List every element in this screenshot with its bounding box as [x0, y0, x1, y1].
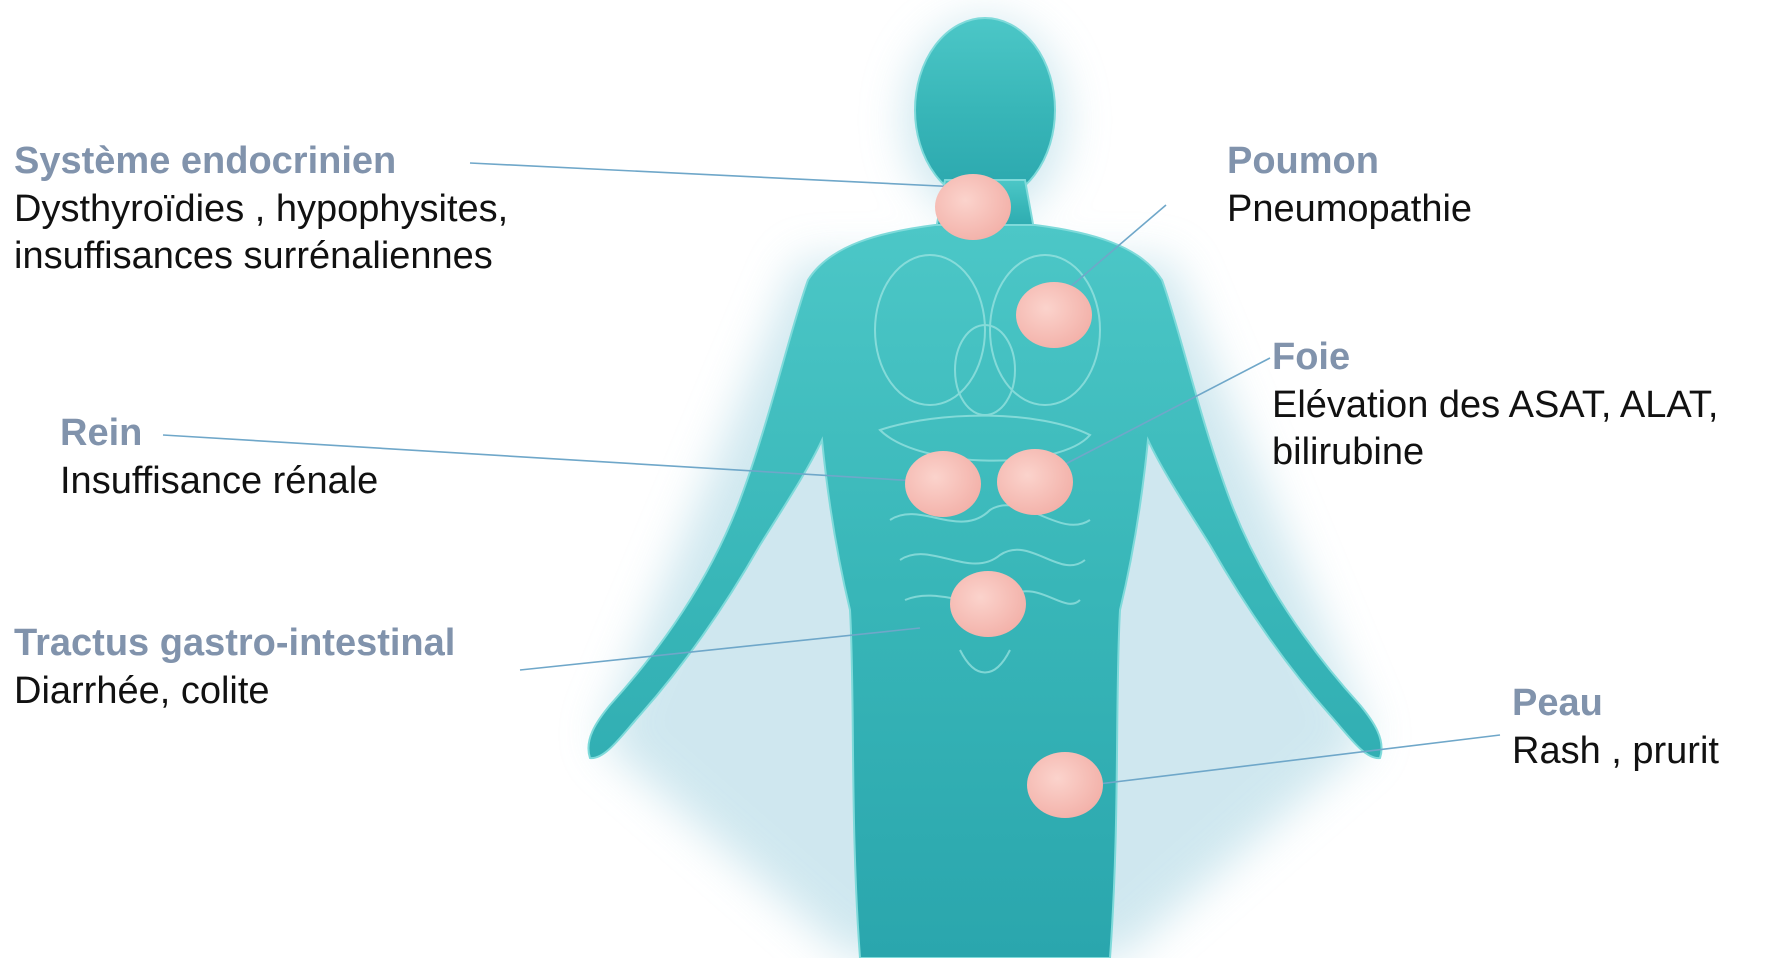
organ-spot-endocrine — [935, 174, 1011, 240]
organ-title-lung: Poumon — [1227, 138, 1472, 186]
organ-spot-lung — [1016, 282, 1092, 348]
organ-desc-endocrine-line2: insuffisances surrénaliennes — [14, 233, 508, 281]
organ-title-liver: Foie — [1272, 334, 1718, 382]
label-liver: Foie Elévation des ASAT, ALAT, bilirubin… — [1272, 334, 1718, 477]
organ-desc-endocrine-line1: Dysthyroïdies , hypophysites, — [14, 186, 508, 234]
organ-desc-liver-line1: Elévation des ASAT, ALAT, — [1272, 382, 1718, 430]
organ-desc-gi-tract-line1: Diarrhée, colite — [14, 668, 455, 716]
label-lung: Poumon Pneumopathie — [1227, 138, 1472, 233]
label-kidney: Rein Insuffisance rénale — [60, 410, 378, 505]
leader-line-endocrine — [470, 163, 960, 187]
organ-spot-kidney — [905, 451, 981, 517]
label-skin: Peau Rash , prurit — [1512, 680, 1719, 775]
organ-desc-kidney-line1: Insuffisance rénale — [60, 458, 378, 506]
organ-desc-liver-line2: bilirubine — [1272, 429, 1718, 477]
organ-title-endocrine: Système endocrinien — [14, 138, 508, 186]
organ-title-gi-tract: Tractus gastro-intestinal — [14, 620, 455, 668]
label-endocrine: Système endocrinien Dysthyroïdies , hypo… — [14, 138, 508, 281]
organ-spot-liver — [997, 449, 1073, 515]
organ-title-kidney: Rein — [60, 410, 378, 458]
organ-title-skin: Peau — [1512, 680, 1719, 728]
organ-spot-gi — [950, 571, 1026, 637]
organ-spot-skin — [1027, 752, 1103, 818]
organ-desc-skin-line1: Rash , prurit — [1512, 728, 1719, 776]
organ-desc-lung-line1: Pneumopathie — [1227, 186, 1472, 234]
label-gi-tract: Tractus gastro-intestinal Diarrhée, coli… — [14, 620, 455, 715]
